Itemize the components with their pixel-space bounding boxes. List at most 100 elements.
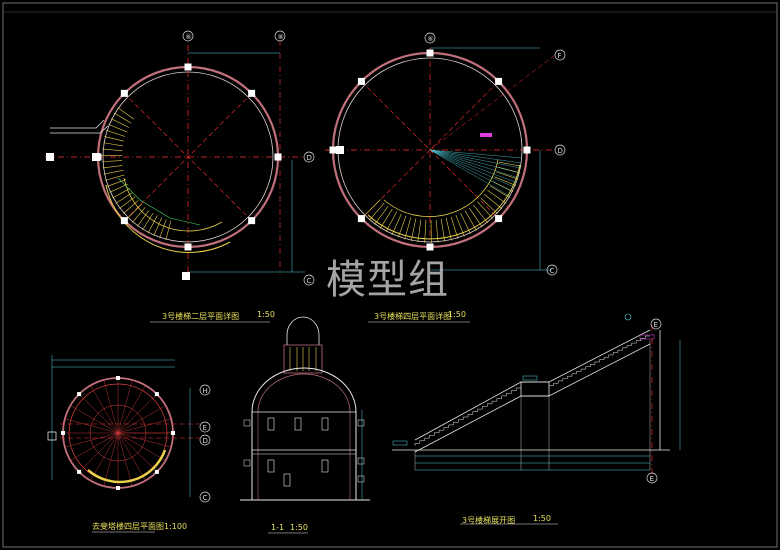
stair-tread bbox=[368, 202, 385, 221]
grid-bubble-d bbox=[303, 151, 315, 163]
stair-tread bbox=[497, 166, 521, 174]
entrance-wall-2 bbox=[50, 119, 105, 129]
grid-label-c: C bbox=[550, 267, 555, 275]
stair-tread bbox=[435, 219, 439, 243]
grid-label-e: E bbox=[203, 424, 207, 432]
stair-inner-arc bbox=[383, 159, 499, 218]
plan-2f-scale: 1:50 bbox=[257, 310, 275, 319]
stair-tread bbox=[391, 213, 402, 235]
window bbox=[321, 459, 329, 473]
grid-label-top: E bbox=[654, 321, 658, 329]
elev-marker bbox=[624, 313, 632, 321]
stair-outer-arc bbox=[367, 164, 521, 240]
level-tag bbox=[480, 133, 492, 137]
stair-tread bbox=[109, 183, 128, 193]
grid-bubble-bottom bbox=[646, 472, 658, 484]
column bbox=[61, 431, 65, 435]
plan-4f-drawing: ⑥ F D C bbox=[325, 32, 566, 323]
stair-treads bbox=[364, 161, 522, 243]
window bbox=[283, 473, 291, 487]
grid-label-6: ⑥ bbox=[186, 33, 192, 41]
radial-line bbox=[429, 149, 517, 183]
window bbox=[267, 459, 275, 473]
grid-label-d: D bbox=[203, 437, 208, 445]
stair-arc bbox=[87, 449, 167, 484]
stair-outer-arc bbox=[105, 184, 231, 253]
stair-tread bbox=[473, 204, 488, 224]
stair-tread bbox=[115, 192, 133, 204]
stair-tread bbox=[106, 130, 126, 137]
stair-tread bbox=[469, 207, 483, 228]
stair-tread bbox=[404, 217, 412, 240]
grid-bubble-d bbox=[199, 434, 211, 446]
stair-tread bbox=[107, 179, 127, 187]
radial-line bbox=[78, 393, 119, 434]
stair-tread bbox=[103, 142, 123, 147]
grid-bubble-8 bbox=[274, 30, 286, 42]
radial-line bbox=[117, 418, 172, 434]
radial-line bbox=[429, 149, 522, 164]
stair-tread bbox=[142, 212, 154, 231]
stair-inner-arc bbox=[123, 177, 223, 232]
level-marks bbox=[243, 419, 365, 483]
radial-line bbox=[429, 149, 521, 169]
column bbox=[154, 392, 159, 397]
windows bbox=[267, 417, 329, 487]
stair-tread bbox=[137, 210, 150, 227]
stair-profile bbox=[548, 335, 650, 388]
stair-tread bbox=[153, 217, 162, 237]
watermark: 模型组 bbox=[326, 257, 449, 303]
column bbox=[357, 77, 365, 85]
radial-line bbox=[117, 405, 166, 434]
walk-line bbox=[117, 177, 201, 226]
section-title: 1-1 bbox=[271, 523, 285, 532]
stair-tread bbox=[117, 107, 135, 120]
stair-elev-title: 3号楼梯展开图 bbox=[462, 516, 516, 525]
column bbox=[154, 469, 159, 474]
stair-elevation-drawing: E E bbox=[392, 313, 681, 525]
columns bbox=[329, 49, 531, 251]
stair-tread bbox=[112, 188, 131, 199]
radial-line bbox=[429, 149, 522, 159]
radial-line bbox=[70, 432, 119, 461]
radial-line bbox=[429, 149, 510, 197]
column bbox=[336, 146, 344, 154]
window bbox=[294, 417, 302, 431]
column bbox=[77, 469, 82, 474]
grid-label-8: ⑧ bbox=[278, 33, 284, 41]
grid-bubble-c bbox=[303, 274, 315, 286]
grid-bubble-f bbox=[554, 49, 566, 61]
stair-tread bbox=[374, 205, 389, 225]
column bbox=[116, 486, 120, 490]
radial-line bbox=[429, 149, 518, 178]
stair-tread bbox=[102, 148, 123, 152]
column bbox=[171, 431, 175, 435]
stair-tread bbox=[103, 169, 124, 175]
stair-tread bbox=[424, 219, 427, 243]
stair-tread bbox=[102, 165, 123, 169]
grid-label-h: H bbox=[203, 387, 208, 395]
grid-bubble-c bbox=[199, 491, 211, 503]
stair-tread bbox=[108, 124, 128, 133]
column bbox=[120, 217, 128, 225]
stair-elev-scale: 1:50 bbox=[533, 514, 551, 523]
level-tag-top bbox=[639, 334, 655, 340]
level-mark bbox=[357, 457, 365, 465]
stair-tread bbox=[104, 136, 124, 142]
radial-lines bbox=[429, 149, 522, 197]
stair-tread bbox=[110, 118, 130, 128]
stair-tread bbox=[498, 161, 522, 167]
stair-handrail bbox=[414, 329, 651, 441]
axis-diag-2 bbox=[123, 92, 253, 222]
plan-4f-title: 3号楼梯四层平面详图 bbox=[374, 312, 452, 321]
stair-tread bbox=[492, 181, 514, 193]
level-mark bbox=[357, 475, 365, 483]
lantern-dome bbox=[286, 316, 320, 345]
lantern-body bbox=[283, 344, 323, 374]
axis-f bbox=[429, 54, 556, 151]
window bbox=[321, 417, 329, 431]
level-mark bbox=[357, 419, 365, 427]
stair-tread bbox=[450, 216, 459, 239]
stair-tread bbox=[165, 220, 172, 241]
